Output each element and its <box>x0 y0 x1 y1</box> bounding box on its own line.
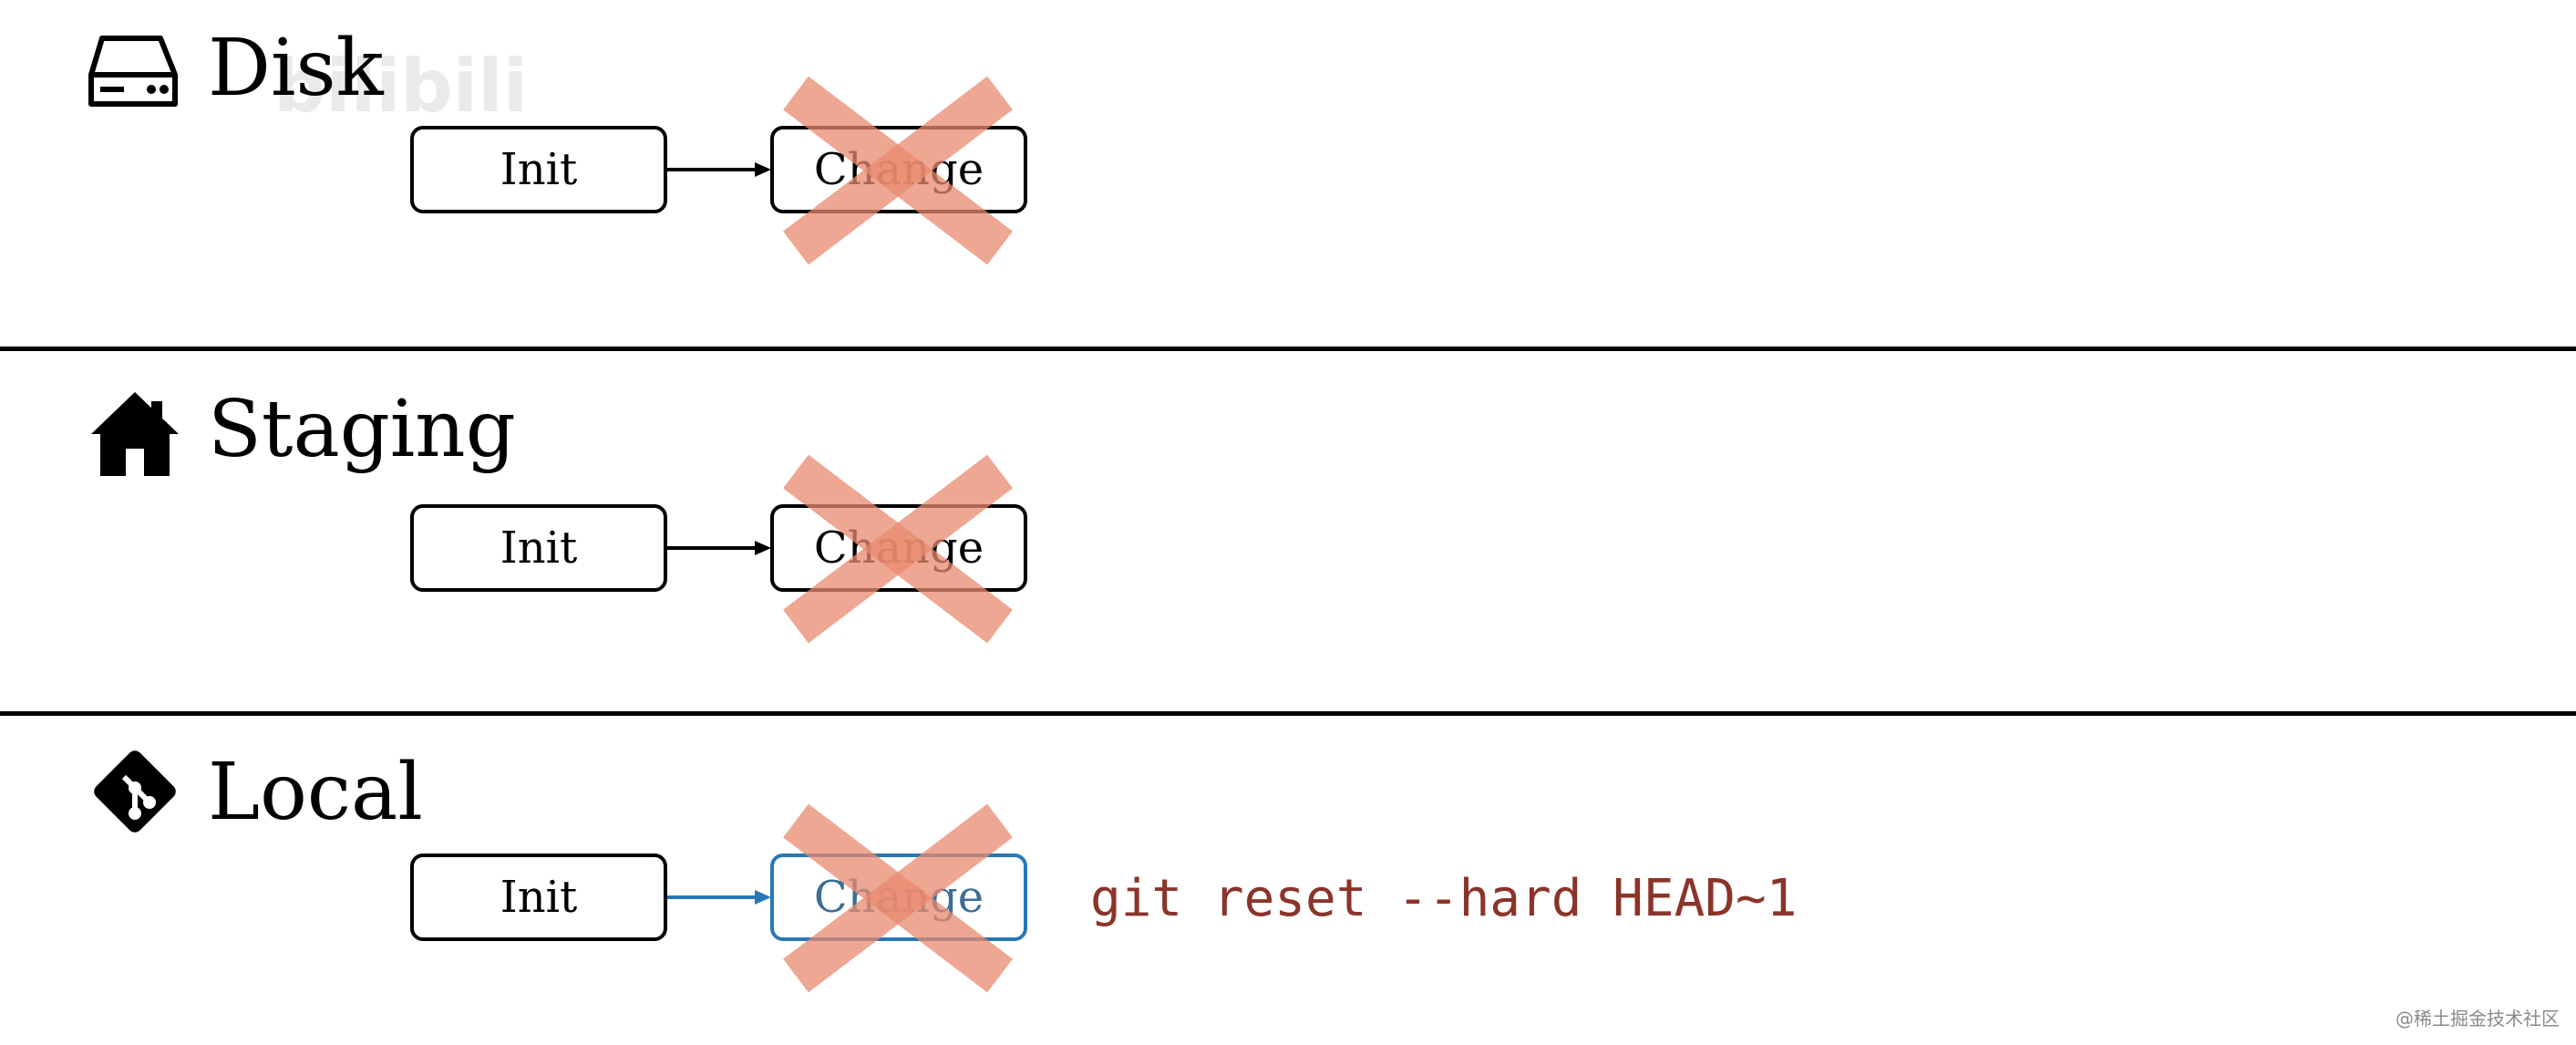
section-title-local: Local <box>208 747 423 838</box>
git-reset-command: git reset --hard HEAD~1 <box>1090 869 1798 928</box>
section-title-staging: Staging <box>208 384 516 475</box>
section-divider-top <box>0 347 2576 351</box>
disk-init-node: Init <box>410 126 667 213</box>
staging-init-node: Init <box>410 504 667 592</box>
local-commit-arrow <box>667 890 771 905</box>
git-icon <box>94 750 176 833</box>
source-watermark: @稀土掘金技术社区 <box>2396 1008 2560 1029</box>
local-init-node: Init <box>410 854 667 941</box>
section-title-disk: Disk <box>208 23 384 114</box>
home-icon <box>91 392 179 476</box>
disk-change-node: Change <box>770 126 1027 213</box>
section-divider-bottom <box>0 711 2576 716</box>
disk-commit-arrow <box>667 162 771 177</box>
staging-change-node: Change <box>770 504 1027 592</box>
video-watermark: bilibili <box>273 44 529 129</box>
local-change-node: Change <box>770 854 1027 941</box>
staging-commit-arrow <box>667 541 771 555</box>
hard-drive-icon <box>88 36 178 107</box>
